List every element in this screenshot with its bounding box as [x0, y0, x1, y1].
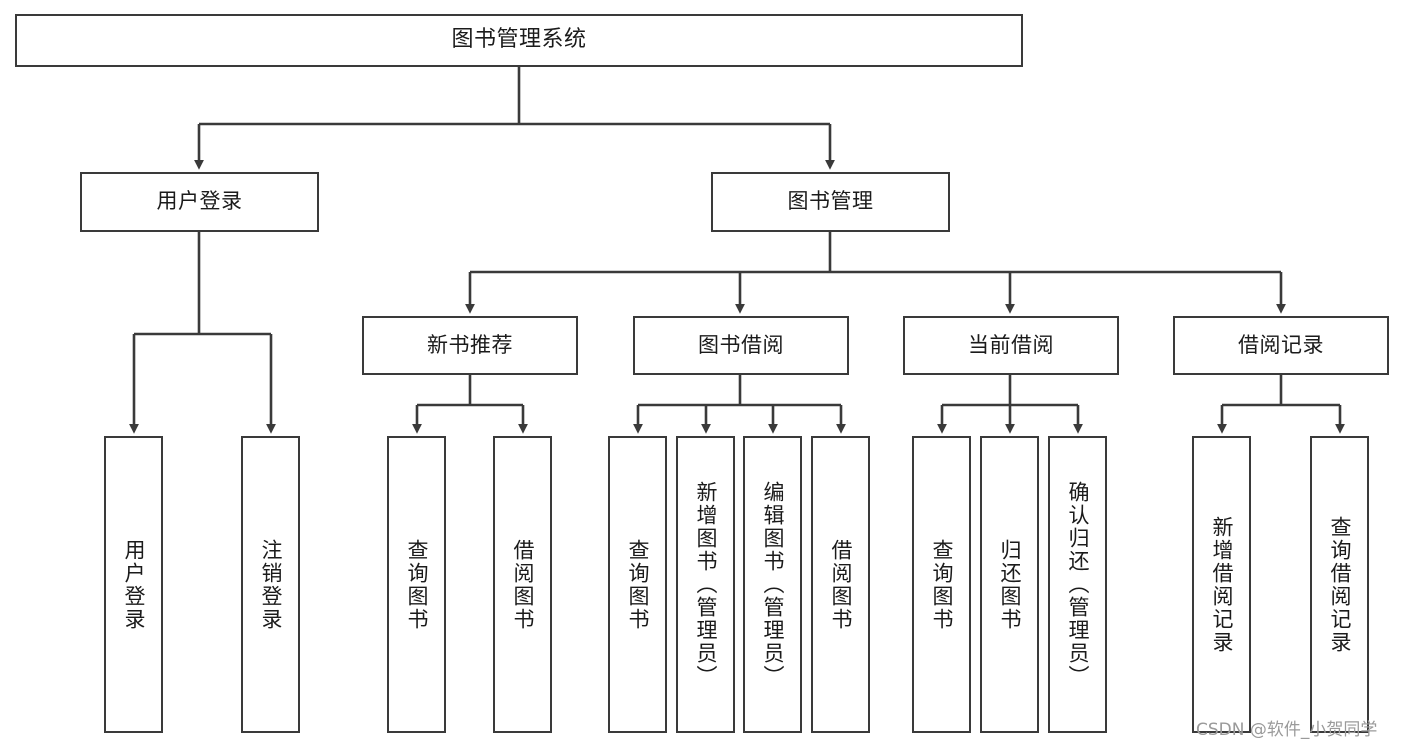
node-user-login[interactable]: 用户登录: [80, 172, 319, 232]
node-label: 用户登录: [121, 538, 146, 631]
node-label: 确认归还（管理员）: [1065, 481, 1090, 688]
node-label: 图书管理系统: [451, 27, 587, 53]
csdn-watermark: CSDN @软件_小贺同学: [1196, 720, 1378, 740]
node-label: 图书管理: [787, 189, 874, 214]
node-label: 编辑图书（管理员）: [760, 481, 785, 688]
node-label: 查询图书: [404, 538, 429, 631]
node-label: 借阅图书: [510, 538, 535, 631]
node-leaf-user-login[interactable]: 用户登录: [104, 436, 163, 733]
node-leaf-logout[interactable]: 注销登录: [241, 436, 300, 733]
node-label: 当前借阅: [968, 332, 1054, 357]
node-label: 新增图书（管理员）: [693, 481, 718, 688]
node-leaf-query-borrow-record[interactable]: 查询借阅记录: [1310, 436, 1369, 733]
node-label: 新书推荐: [427, 332, 513, 357]
node-leaf-query-book-current[interactable]: 查询图书: [912, 436, 971, 733]
node-label: 查询借阅记录: [1327, 515, 1352, 654]
node-book-borrow[interactable]: 图书借阅: [633, 316, 849, 375]
node-leaf-edit-book-admin[interactable]: 编辑图书（管理员）: [743, 436, 802, 733]
node-label: 借阅记录: [1238, 332, 1324, 357]
node-label: 查询图书: [929, 538, 954, 631]
node-label: 注销登录: [258, 538, 283, 631]
node-leaf-add-borrow-record[interactable]: 新增借阅记录: [1192, 436, 1251, 733]
node-borrow-record[interactable]: 借阅记录: [1173, 316, 1389, 375]
node-label: 借阅图书: [828, 538, 853, 631]
node-current-borrow[interactable]: 当前借阅: [903, 316, 1119, 375]
node-label: 归还图书: [997, 538, 1022, 631]
node-leaf-add-book-admin[interactable]: 新增图书（管理员）: [676, 436, 735, 733]
node-label: 图书借阅: [698, 332, 784, 357]
node-leaf-borrow-book[interactable]: 借阅图书: [811, 436, 870, 733]
node-root-book-management-system[interactable]: 图书管理系统: [15, 14, 1023, 67]
node-label: 新增借阅记录: [1209, 515, 1234, 654]
node-leaf-return-book[interactable]: 归还图书: [980, 436, 1039, 733]
node-book-management[interactable]: 图书管理: [711, 172, 950, 232]
node-leaf-query-book-new[interactable]: 查询图书: [387, 436, 446, 733]
node-label: 查询图书: [625, 538, 650, 631]
node-new-book-recommend[interactable]: 新书推荐: [362, 316, 578, 375]
node-leaf-borrow-book-new[interactable]: 借阅图书: [493, 436, 552, 733]
node-leaf-confirm-return-admin[interactable]: 确认归还（管理员）: [1048, 436, 1107, 733]
node-label: 用户登录: [156, 189, 243, 214]
node-leaf-query-book-borrow[interactable]: 查询图书: [608, 436, 667, 733]
